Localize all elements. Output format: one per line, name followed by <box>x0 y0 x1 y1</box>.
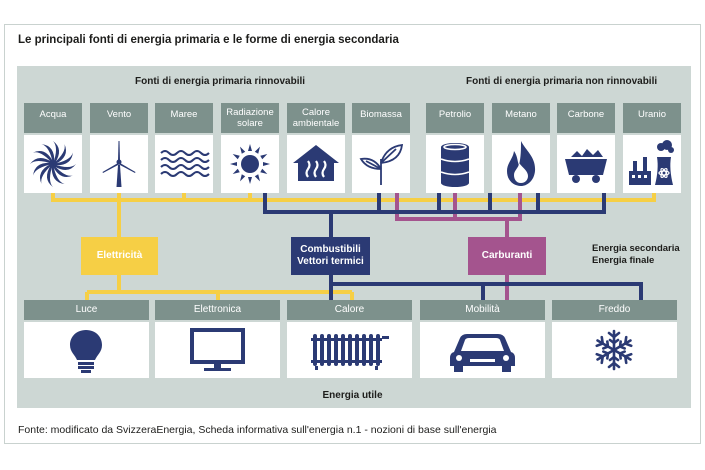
use-label-mobilita: Mobilità <box>420 300 545 320</box>
source-note: Fonte: modificato da SvizzeraEnergia, Sc… <box>18 424 497 436</box>
secondary-energy-note: Energia secondaria Energia finale <box>592 243 680 267</box>
renewable-group-label: Fonti di energia primaria rinnovabili <box>135 76 306 87</box>
source-label-biomassa: Biomassa <box>352 103 410 133</box>
source-label-vento: Vento <box>90 103 148 133</box>
water-turbine-icon <box>24 135 82 193</box>
flame-icon <box>492 135 550 193</box>
oil-barrel-icon <box>426 135 484 193</box>
coal-cart-icon <box>557 135 615 193</box>
source-label-metano: Metano <box>492 103 550 133</box>
source-label-radiazione-solare: Radiazione solare <box>221 103 279 133</box>
heat-carriers-label: Vettori termici <box>297 256 364 267</box>
wind-turbine-icon <box>90 135 148 193</box>
useful-energy-label: Energia utile <box>322 390 383 401</box>
house-heat-icon <box>287 135 345 193</box>
source-label-petrolio: Petrolio <box>426 103 484 133</box>
final-energy-label: Energia finale <box>592 255 655 266</box>
electricity-box: Elettricità <box>81 237 158 275</box>
figure-frame <box>4 24 701 444</box>
motor-fuels-label: Carburanti <box>481 250 533 261</box>
motor-fuels-box: Carburanti <box>468 237 546 275</box>
nuclear-plant-icon <box>623 135 681 193</box>
radiator-icon <box>287 322 412 378</box>
source-label-maree: Maree <box>155 103 213 133</box>
source-label-uranio: Uranio <box>623 103 681 133</box>
waves-icon <box>155 135 213 193</box>
source-label-calore-ambientale: Calore ambientale <box>287 103 345 133</box>
source-label-acqua: Acqua <box>24 103 82 133</box>
use-label-freddo: Freddo <box>552 300 677 320</box>
sun-icon <box>221 135 279 193</box>
use-label-luce: Luce <box>24 300 149 320</box>
use-label-calore: Calore <box>287 300 412 320</box>
use-label-elettronica: Elettronica <box>155 300 280 320</box>
nonrenewable-group-label: Fonti di energia primaria non rinnovabil… <box>466 76 658 87</box>
plant-icon <box>352 135 410 193</box>
secondary-energy-label: Energia secondaria <box>592 243 680 254</box>
car-icon <box>420 322 545 378</box>
snowflake-icon <box>552 322 677 378</box>
monitor-icon <box>155 322 280 378</box>
source-label-carbone: Carbone <box>557 103 615 133</box>
electricity-label: Elettricità <box>96 250 143 261</box>
fuels-label: Combustibili <box>300 244 361 255</box>
fuels-box: Combustibili Vettori termici <box>291 237 370 275</box>
light-bulb-icon <box>24 322 149 378</box>
figure-title: Le principali fonti di energia primaria … <box>18 34 399 46</box>
